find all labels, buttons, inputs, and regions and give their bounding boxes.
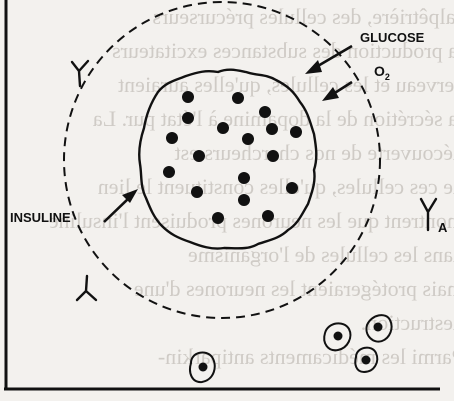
islet-cell-dot <box>238 172 250 184</box>
islet-cell-dot <box>191 186 203 198</box>
oxygen-label: O2 <box>374 63 390 82</box>
islet-cell-dot <box>212 212 224 224</box>
islet-cell-dot <box>242 133 254 145</box>
islet-cell-dot <box>238 194 250 206</box>
islet-cells <box>163 91 302 224</box>
antibody-label: A <box>438 220 448 235</box>
islet-cell-dot <box>166 132 178 144</box>
islet-cell-dot <box>286 182 298 194</box>
islet-cell-dot <box>182 91 194 103</box>
insuline-arrow <box>104 189 138 222</box>
outside-cell <box>355 348 377 372</box>
glucose-label: GLUCOSE <box>360 30 425 45</box>
glucose-arrow <box>305 46 352 74</box>
islet-cell-dot <box>262 210 274 222</box>
insuline-label: INSULINE <box>10 210 71 225</box>
islet-cell-dot <box>163 166 175 178</box>
dashed-boundary-circle <box>64 2 380 318</box>
islet-cell-dot <box>193 150 205 162</box>
oxygen-arrow <box>322 82 352 101</box>
islet-cell-dot <box>266 123 278 135</box>
oxygen-label-subscript: 2 <box>385 72 390 82</box>
outside-cell <box>366 315 391 342</box>
islet-cell-dot <box>232 92 244 104</box>
islet-cell-dot <box>267 150 279 162</box>
islet-cell-dot <box>217 122 229 134</box>
islet-cell-dot <box>182 112 194 124</box>
outside-cell <box>324 323 350 350</box>
islet-cell-dot <box>259 106 271 118</box>
outside-cell <box>190 352 215 382</box>
antibody-icon <box>77 276 96 300</box>
islet-outline <box>139 70 316 249</box>
islet-cell-dot <box>290 126 302 138</box>
oxygen-label-main: O <box>374 63 385 79</box>
antibody-icon <box>421 199 436 230</box>
